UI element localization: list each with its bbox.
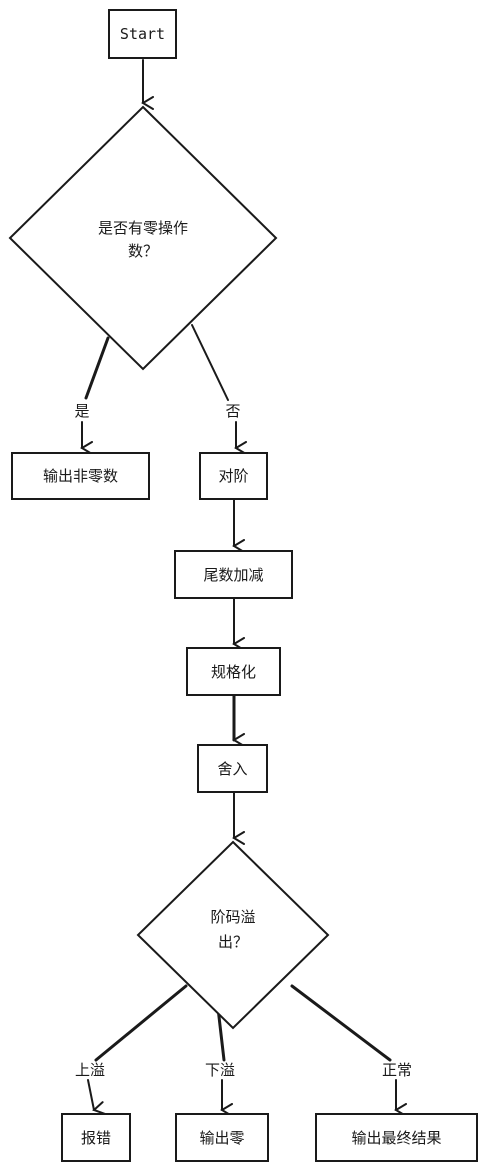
node-mantissa-addsub-label: 尾数加减 (203, 566, 263, 584)
node-normalize-label: 规格化 (211, 663, 256, 681)
node-rounding-label: 舍入 (217, 760, 247, 778)
node-report-error-label: 报错 (81, 1129, 111, 1147)
edge-overflow-upper (94, 984, 188, 1062)
decision-overflow-label-line2: 出？ (218, 933, 248, 951)
node-report-error: 报错 (61, 1113, 131, 1162)
node-align-exponent: 对阶 (199, 452, 268, 500)
edge-label-yes: 是 (74, 402, 89, 420)
decision-zero-label-line2: 数？ (128, 242, 158, 260)
node-normalize: 规格化 (186, 647, 281, 696)
node-output-nonzero-label: 输出非零数 (43, 467, 118, 485)
edge-no-upper (191, 324, 229, 401)
edge-underflow-upper (216, 1006, 226, 1062)
decision-zero-label-line1: 是否有零操作 (98, 219, 188, 237)
node-start-label: Start (120, 25, 165, 43)
decision-zero-operand: 是否有零操作 数？ (8, 105, 278, 371)
decision-overflow-label-line1: 阶码溢 (210, 908, 255, 926)
edge-yes-upper (84, 336, 110, 400)
node-rounding: 舍入 (197, 744, 268, 793)
edge-label-overflow: 上溢 (75, 1061, 105, 1079)
decision-exponent-overflow: 阶码溢 出？ (136, 840, 330, 1030)
edge-label-no: 否 (225, 402, 240, 420)
node-output-zero-label: 输出零 (199, 1129, 244, 1147)
node-output-final-label: 输出最终结果 (351, 1129, 441, 1147)
edge-overflow-lower (87, 1079, 106, 1115)
node-output-zero: 输出零 (175, 1113, 269, 1162)
edge-label-normal: 正常 (382, 1061, 412, 1079)
node-output-final: 输出最终结果 (315, 1113, 478, 1162)
edge-normal-upper (290, 984, 392, 1062)
node-output-nonzero: 输出非零数 (11, 452, 150, 500)
node-align-exponent-label: 对阶 (218, 467, 248, 485)
edge-label-underflow: 下溢 (205, 1061, 235, 1079)
node-start: Start (108, 9, 177, 59)
node-mantissa-addsub: 尾数加减 (174, 550, 293, 599)
